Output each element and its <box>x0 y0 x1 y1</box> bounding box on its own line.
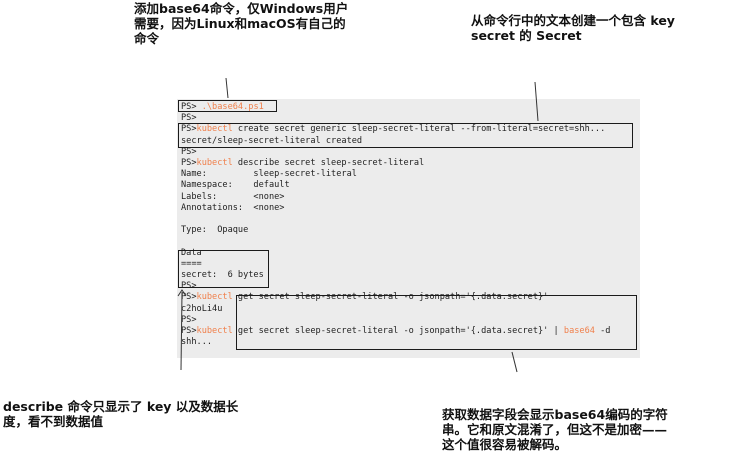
pointer-line-describe <box>180 291 183 371</box>
pointer-line-get <box>511 351 518 373</box>
terminal-command: .\base64.ps1 <box>196 102 264 112</box>
terminal-line: PS> <box>181 113 197 124</box>
terminal-command: kubectl <box>196 158 233 168</box>
annotation-base64-encoding: 获取数据字段会显示base64编码的字符 串。它和原文混淆了，但这不是加密—— … <box>442 407 668 452</box>
highlight-box-create-secret <box>178 123 633 148</box>
annotation-line: 需要，因为Linux和macOS有自己的 <box>134 16 346 31</box>
highlight-box-base64-script <box>178 100 277 112</box>
terminal-line: Labels: <none> <box>181 192 284 203</box>
highlight-box-data <box>178 250 269 288</box>
terminal-text: Annotations: <none> <box>181 202 285 213</box>
terminal-prompt: PS> <box>181 124 197 135</box>
terminal-prompt: PS> <box>181 158 197 168</box>
terminal-text: c2hoLi4u <box>181 303 223 314</box>
terminal-command: kubectl <box>196 124 233 135</box>
terminal-text: Data <box>181 247 202 258</box>
annotation-line: 获取数据字段会显示base64编码的字符 <box>442 407 668 422</box>
terminal-text: secret: 6 bytes <box>181 270 264 280</box>
annotation-line: 这个值很容易被解码。 <box>442 437 568 452</box>
terminal-line: PS> <box>181 281 197 292</box>
terminal-text: get secret sleep-secret-literal -o jsonp… <box>232 326 564 336</box>
terminal-command: kubectl <box>196 292 233 303</box>
terminal-text: Namespace: default <box>181 180 290 191</box>
terminal-line: PS> .\base64.ps1 <box>181 102 264 113</box>
terminal-text: describe secret sleep-secret-literal <box>232 158 425 168</box>
terminal-prompt: PS> <box>181 281 197 292</box>
annotation-line: 从命令行中的文本创建一个包含 key <box>471 13 675 28</box>
terminal-line: ==== <box>181 259 202 270</box>
annotation-line: 添加base64命令，仅Windows用户 <box>134 1 349 16</box>
annotation-line: 命令 <box>134 31 160 46</box>
terminal-line: PS>kubectl describe secret sleep-secret-… <box>181 158 424 169</box>
pointer-line-base64 <box>225 77 229 99</box>
highlight-box-get-secret <box>236 295 637 350</box>
terminal-text: shh... <box>181 337 213 348</box>
terminal-text: ==== <box>181 258 202 269</box>
terminal-line: PS> <box>181 315 197 326</box>
annotation-line: 串。它和原文混淆了，但这不是加密—— <box>442 422 668 437</box>
terminal-prompt: PS> <box>181 102 197 112</box>
terminal-text: get secret sleep-secret-literal -o jsonp… <box>232 292 549 303</box>
annotation-line: secret 的 Secret <box>471 28 582 43</box>
terminal-line: PS>kubectl get secret sleep-secret-liter… <box>181 292 548 303</box>
terminal-line: Annotations: <none> <box>181 203 284 214</box>
terminal-text: secret/sleep-secret-literal created <box>181 135 363 146</box>
terminal-line: Data <box>181 248 202 259</box>
annotation-line: 度，看不到数据值 <box>3 414 104 429</box>
annotation-create-secret: 从命令行中的文本创建一个包含 key secret 的 Secret <box>471 13 675 43</box>
terminal-command: base64 <box>563 326 595 336</box>
terminal-prompt: PS> <box>181 292 197 303</box>
terminal-line: PS> <box>181 147 197 158</box>
terminal-line: secret: 6 bytes <box>181 270 264 281</box>
terminal-text: Labels: <none> <box>181 191 285 202</box>
terminal-prompt: PS> <box>181 113 197 124</box>
terminal-prompt: PS> <box>181 326 197 336</box>
terminal-line: PS>kubectl create secret generic sleep-s… <box>181 124 605 135</box>
annotation-describe: describe 命令只显示了 key 以及数据长 度，看不到数据值 <box>3 399 238 429</box>
pointer-arrow-describe <box>177 289 187 297</box>
terminal-prompt: PS> <box>181 314 197 325</box>
terminal-line: Name: sleep-secret-literal <box>181 169 357 180</box>
terminal-text: Name: sleep-secret-literal <box>181 169 357 180</box>
pointer-line-create <box>534 81 539 122</box>
terminal-line: shh... <box>181 337 212 348</box>
terminal-line: secret/sleep-secret-literal created <box>181 136 362 147</box>
terminal-text: -d <box>594 326 611 336</box>
terminal-line: Type: Opaque <box>181 225 248 236</box>
terminal-line: PS>kubectl get secret sleep-secret-liter… <box>181 326 610 337</box>
terminal-line: Namespace: default <box>181 180 290 191</box>
annotation-line: describe 命令只显示了 key 以及数据长 <box>3 399 239 414</box>
terminal-text: Type: Opaque <box>181 225 249 236</box>
terminal-line: c2hoLi4u <box>181 304 222 315</box>
annotation-base64-script: 添加base64命令，仅Windows用户 需要，因为Linux和macOS有自… <box>134 1 348 46</box>
terminal-prompt: PS> <box>181 146 197 157</box>
terminal-text: create secret generic sleep-secret-liter… <box>232 124 606 135</box>
terminal-command: kubectl <box>196 326 233 336</box>
